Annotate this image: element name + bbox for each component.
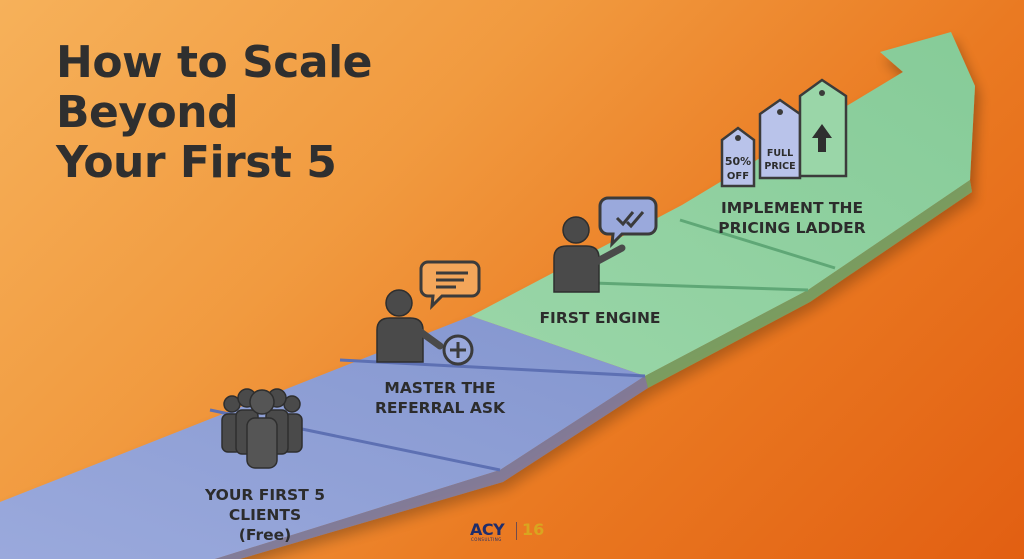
step-label-pricing-ladder: IMPLEMENT THE PRICING LADDER bbox=[692, 198, 892, 238]
path-green-edge bbox=[645, 180, 972, 388]
step2-line1: MASTER THE bbox=[384, 379, 496, 397]
step-dividers-green bbox=[559, 218, 836, 292]
divider-4 bbox=[679, 218, 836, 270]
price-tag-full-price: FULL PRICE bbox=[758, 98, 802, 180]
path-blue-section bbox=[0, 316, 645, 559]
divider-3 bbox=[559, 280, 809, 292]
step3-line1: FIRST ENGINE bbox=[539, 309, 661, 327]
page-title: How to Scale Beyond Your First 5 bbox=[56, 37, 373, 188]
title-line-2: Beyond bbox=[56, 87, 239, 138]
tag1-line1: 50% bbox=[725, 155, 751, 168]
title-line-1: How to Scale bbox=[56, 37, 373, 88]
speech-bubble-icon bbox=[419, 260, 481, 311]
arrow-up-icon bbox=[812, 124, 832, 152]
title-line-3: Your First 5 bbox=[56, 137, 337, 188]
step-label-first-engine: FIRST ENGINE bbox=[525, 308, 675, 328]
step-label-your-first-5-clients: YOUR FIRST 5 CLIENTS (Free) bbox=[185, 485, 345, 545]
logo-separator bbox=[516, 522, 517, 540]
step-label-master-referral-ask: MASTER THE REFERRAL ASK bbox=[355, 378, 525, 418]
step4-line2: PRICING LADDER bbox=[718, 219, 866, 237]
people-group-icon bbox=[221, 388, 303, 469]
price-tags-icon: 50% OFF FULL PRICE bbox=[720, 78, 848, 188]
person-speech-plus-icon bbox=[376, 260, 481, 366]
brand-logo: ACY CONSULTING 16 bbox=[470, 520, 550, 544]
price-tag-50-off: 50% OFF bbox=[720, 126, 756, 188]
logo-anniversary-number: 16 bbox=[522, 520, 545, 539]
step1-line2: CLIENTS bbox=[228, 506, 302, 524]
price-tag-up bbox=[798, 78, 848, 178]
tag2-line2: PRICE bbox=[764, 161, 795, 172]
logo-subtitle: CONSULTING bbox=[471, 537, 502, 542]
step2-line2: REFERRAL ASK bbox=[374, 399, 505, 417]
step1-line3: (Free) bbox=[238, 526, 292, 544]
person-speech-check-icon bbox=[553, 196, 658, 293]
tag1-line2: OFF bbox=[727, 171, 749, 182]
tag2-line1: FULL bbox=[767, 148, 793, 159]
step4-line1: IMPLEMENT THE bbox=[720, 199, 864, 217]
step1-line1: YOUR FIRST 5 bbox=[205, 486, 325, 504]
logo-mark: ACY bbox=[470, 520, 505, 539]
check-bubble-icon bbox=[598, 196, 658, 249]
